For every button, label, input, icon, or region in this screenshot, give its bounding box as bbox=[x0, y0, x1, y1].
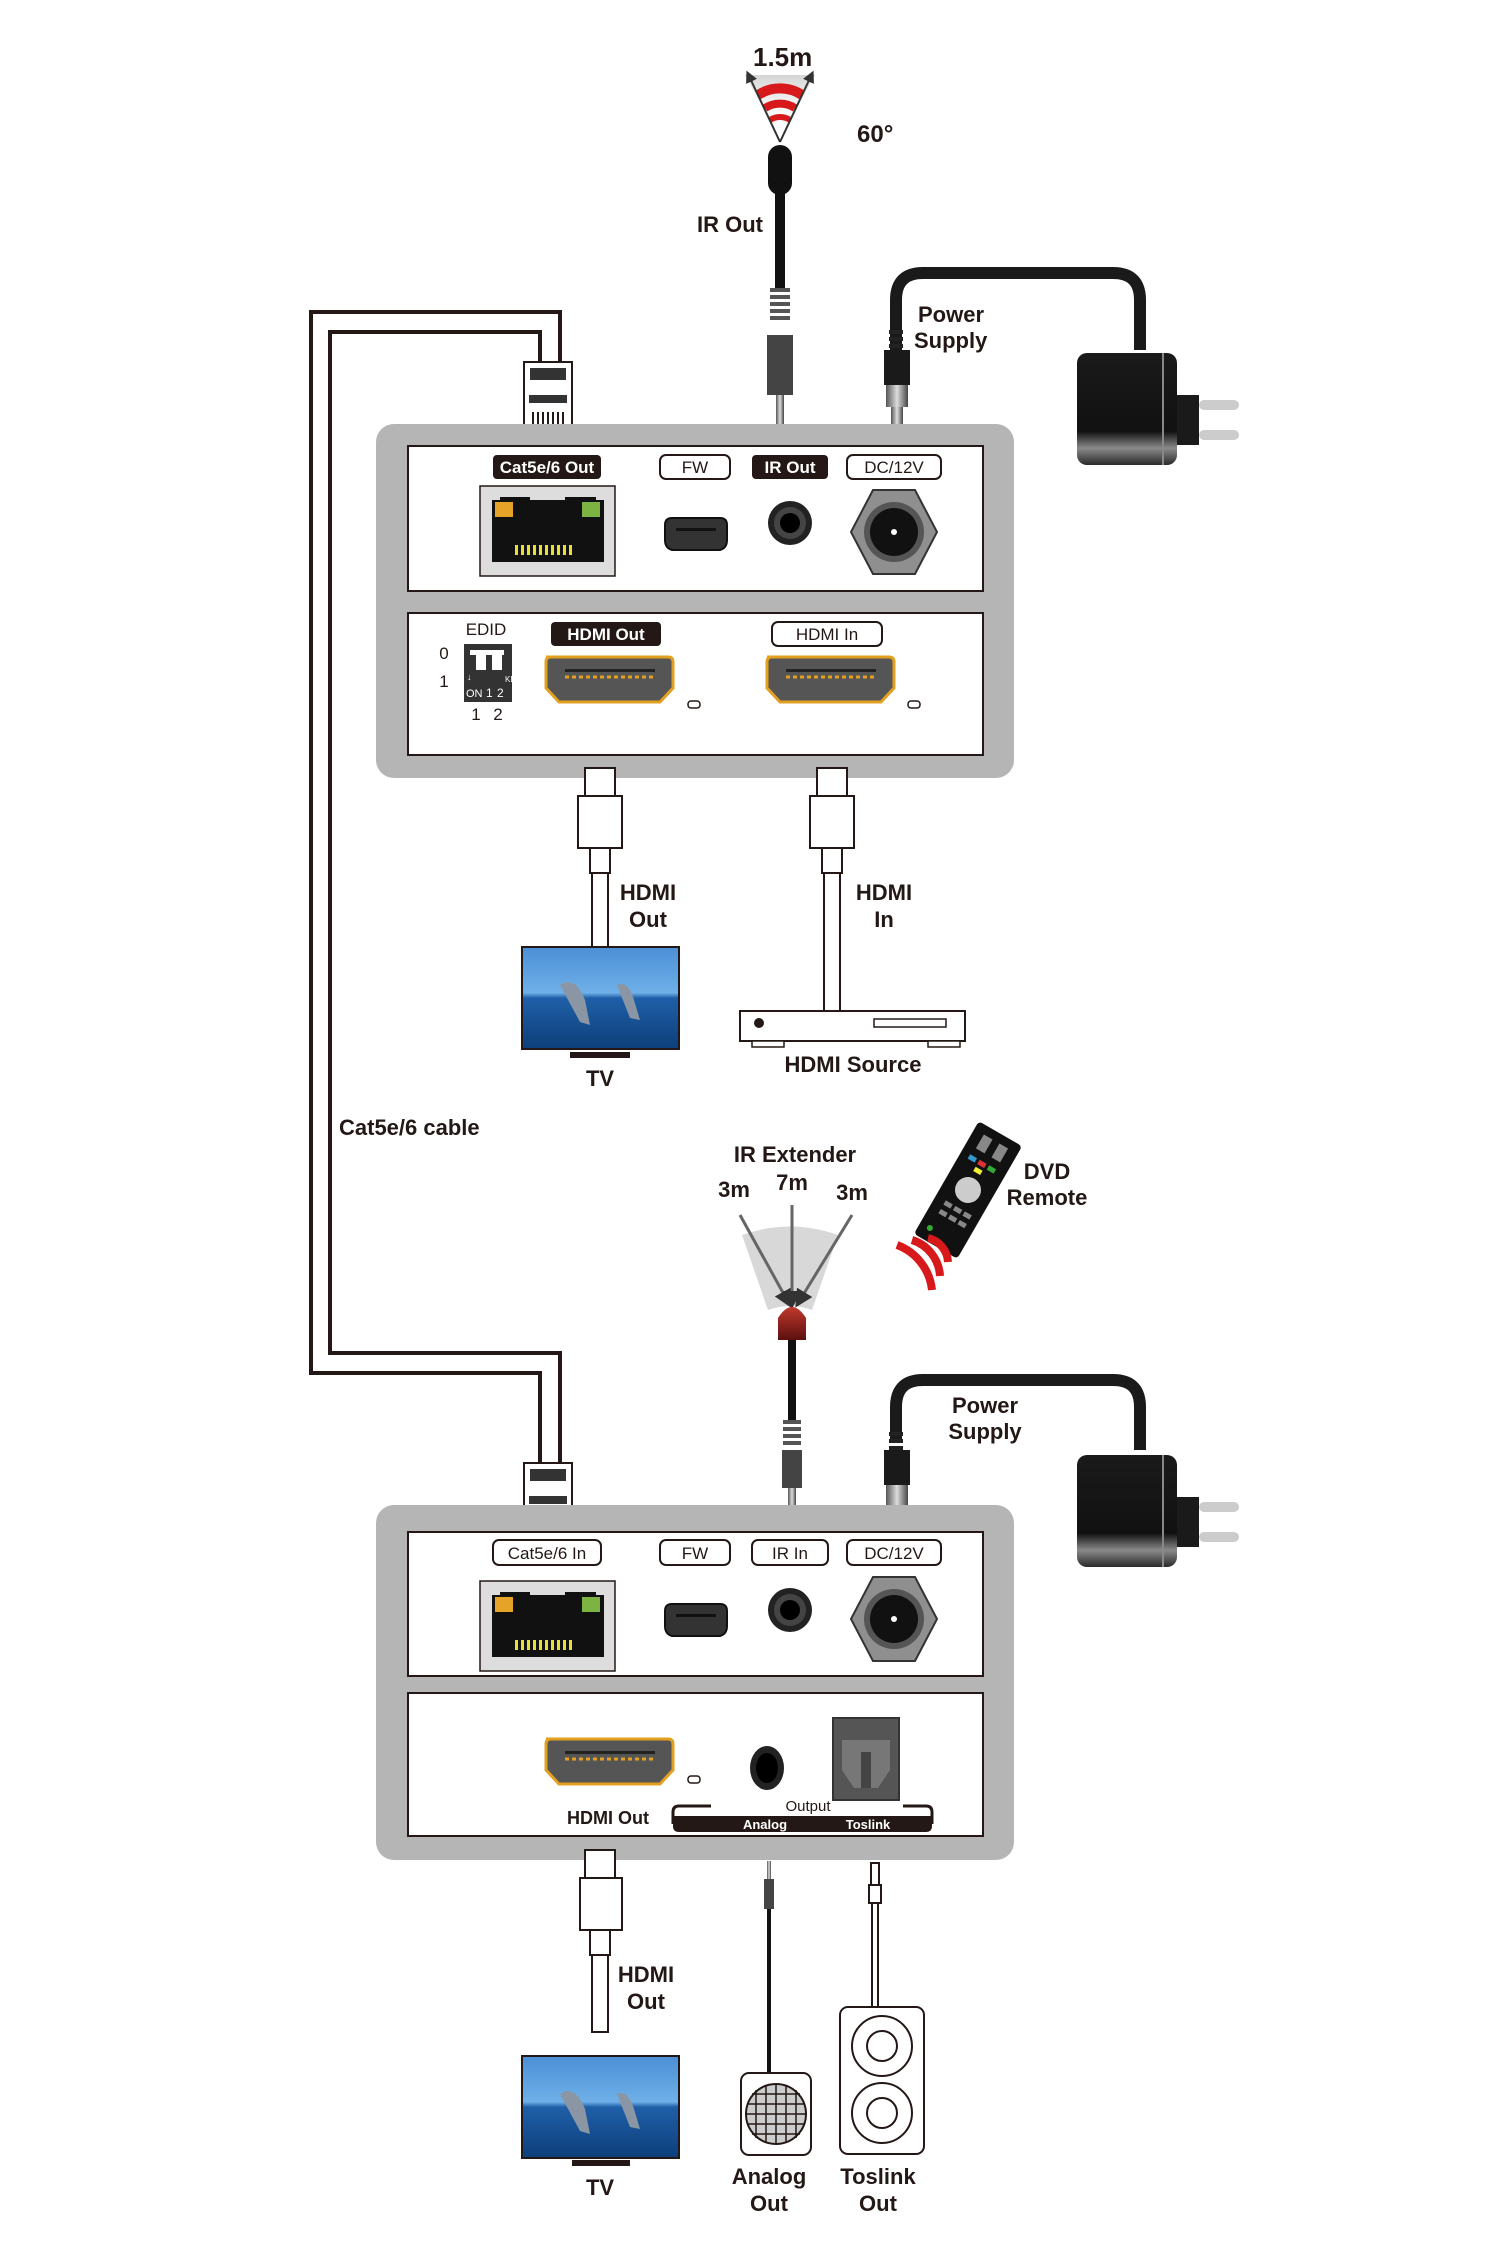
rx-fw-port-label: FW bbox=[682, 1544, 708, 1563]
power-supply-adapter bbox=[884, 1374, 1239, 1567]
edid-row-0-label: 0 bbox=[439, 644, 448, 663]
dip-sw1-label: 1 bbox=[486, 686, 493, 700]
rx-hdmi-out-cable-label-line1: HDMI bbox=[618, 1962, 674, 1987]
tx-hdmi-in-cable-label-line1: HDMI bbox=[856, 880, 912, 905]
power-supply-label-line2: Supply bbox=[914, 328, 988, 353]
toslink-output-label: Toslink bbox=[846, 1817, 891, 1832]
tx-cat-port-label: Cat5e/6 Out bbox=[500, 458, 595, 477]
hdmi-out-port-icon bbox=[544, 1737, 675, 1786]
tx-ir-port-label: IR Out bbox=[765, 458, 816, 477]
tv-icon bbox=[521, 2055, 680, 2166]
link-led-icon bbox=[495, 502, 513, 517]
ir-receiver-extender bbox=[738, 1205, 854, 1508]
dip-on-label: ON bbox=[466, 688, 483, 700]
led-indicator-icon bbox=[687, 1775, 701, 1784]
hdmi-in-port-icon bbox=[765, 655, 896, 704]
rj45-port-icon bbox=[479, 1580, 616, 1672]
cat5e-cable bbox=[309, 310, 562, 1463]
edid-dip-switch[interactable]: ↓ ON 1 2 KE bbox=[464, 644, 516, 702]
analog-output-label: Analog bbox=[743, 1817, 787, 1832]
rx-ir-port-label: IR In bbox=[772, 1544, 808, 1563]
ir-sensor-icon bbox=[778, 1307, 806, 1340]
ir-extender-left-range: 3m bbox=[718, 1177, 750, 1202]
activity-led-icon bbox=[582, 1597, 600, 1612]
toslink-port-icon bbox=[832, 1717, 900, 1801]
tx-hdmi-in-cable-label-line2: In bbox=[874, 907, 894, 932]
analog-audio-jack-icon bbox=[750, 1746, 784, 1790]
edid-col-1-label: 1 bbox=[471, 705, 480, 724]
led-indicator-icon bbox=[907, 700, 921, 709]
ir-jack-icon bbox=[768, 501, 812, 545]
tx-hdmi-out-cable-label-line2: Out bbox=[629, 907, 668, 932]
tx-tv-label: TV bbox=[586, 1066, 614, 1091]
remote-label-line1: DVD bbox=[1024, 1159, 1070, 1184]
remote-label-line2: Remote bbox=[1007, 1185, 1088, 1210]
edid-label: EDID bbox=[466, 620, 507, 639]
led-indicator-icon bbox=[687, 700, 701, 709]
ir-extender-title: IR Extender bbox=[734, 1142, 857, 1167]
ir-range-label: 1.5m bbox=[753, 42, 812, 72]
analog-audio-cable bbox=[764, 1861, 774, 2073]
tv-icon bbox=[521, 946, 680, 1058]
cat5e-cable-label: Cat5e/6 cable bbox=[339, 1115, 480, 1140]
edid-col-2-label: 2 bbox=[493, 705, 502, 724]
dvd-remote-icon bbox=[895, 1122, 1021, 1291]
dc-power-jack-icon bbox=[849, 1576, 939, 1662]
power-supply-label-line1: Power bbox=[952, 1393, 1018, 1418]
ir-extender-center-range: 7m bbox=[776, 1170, 808, 1195]
link-led-icon bbox=[495, 1597, 513, 1612]
power-supply-label-line2: Supply bbox=[948, 1419, 1022, 1444]
analog-speaker-icon bbox=[740, 2072, 812, 2156]
hdmi-source-label: HDMI Source bbox=[785, 1052, 922, 1077]
ir-extender-right-range: 3m bbox=[836, 1180, 868, 1205]
hdmi-cable-from-source bbox=[809, 767, 855, 1012]
rx-tv-label: TV bbox=[586, 2175, 614, 2200]
tx-hdmi-in-label: HDMI In bbox=[796, 625, 858, 644]
rj45-plug bbox=[523, 361, 573, 438]
tx-hdmi-out-label: HDMI Out bbox=[567, 625, 645, 644]
svg-text:↓: ↓ bbox=[467, 672, 472, 682]
ir-emitter bbox=[745, 70, 815, 427]
ir-angle-label: 60° bbox=[857, 121, 893, 148]
toslink-out-label-line2: Out bbox=[859, 2191, 898, 2216]
dc-power-jack-icon bbox=[849, 489, 939, 575]
ir-wave-icon bbox=[755, 83, 805, 100]
hdmi-cable-to-tv bbox=[579, 1849, 623, 2033]
ir-jack-icon bbox=[768, 1588, 812, 1632]
dip-switch-1 bbox=[476, 650, 486, 670]
toslink-speaker-icon bbox=[839, 2006, 925, 2155]
usb-fw-port-icon bbox=[664, 517, 728, 551]
edid-row-1-label: 1 bbox=[439, 672, 448, 691]
dip-sw2-label: 2 bbox=[497, 686, 504, 700]
hdmi-source-icon bbox=[739, 1010, 966, 1048]
rx-hdmi-out-cable-label-line2: Out bbox=[627, 1989, 666, 2014]
activity-led-icon bbox=[582, 502, 600, 517]
hdmi-cable-to-tv bbox=[577, 767, 623, 951]
dip-switch-2 bbox=[492, 650, 502, 670]
rx-cat-port-label: Cat5e/6 In bbox=[508, 1544, 586, 1563]
analog-out-label-line2: Out bbox=[750, 2191, 789, 2216]
tx-hdmi-out-cable-label-line1: HDMI bbox=[620, 880, 676, 905]
analog-out-label-line1: Analog bbox=[732, 2164, 807, 2189]
toslink-cable bbox=[868, 1862, 882, 2019]
rx-hdmi-out-label: HDMI Out bbox=[567, 1808, 649, 1828]
hdmi-out-port-icon bbox=[544, 655, 675, 704]
output-group-label: Output bbox=[785, 1798, 831, 1815]
power-supply-label-line1: Power bbox=[918, 302, 984, 327]
ir-out-cable-label: IR Out bbox=[697, 212, 764, 237]
tx-fw-port-label: FW bbox=[682, 458, 708, 477]
toslink-out-label-line1: Toslink bbox=[840, 2164, 916, 2189]
tx-dc-port-label: DC/12V bbox=[864, 458, 924, 477]
dip-ke-label: KE bbox=[505, 675, 516, 684]
power-supply-adapter bbox=[884, 267, 1239, 465]
rx-dc-port-label: DC/12V bbox=[864, 1544, 924, 1563]
usb-fw-port-icon bbox=[664, 1603, 728, 1637]
rj45-port-icon bbox=[479, 485, 616, 577]
